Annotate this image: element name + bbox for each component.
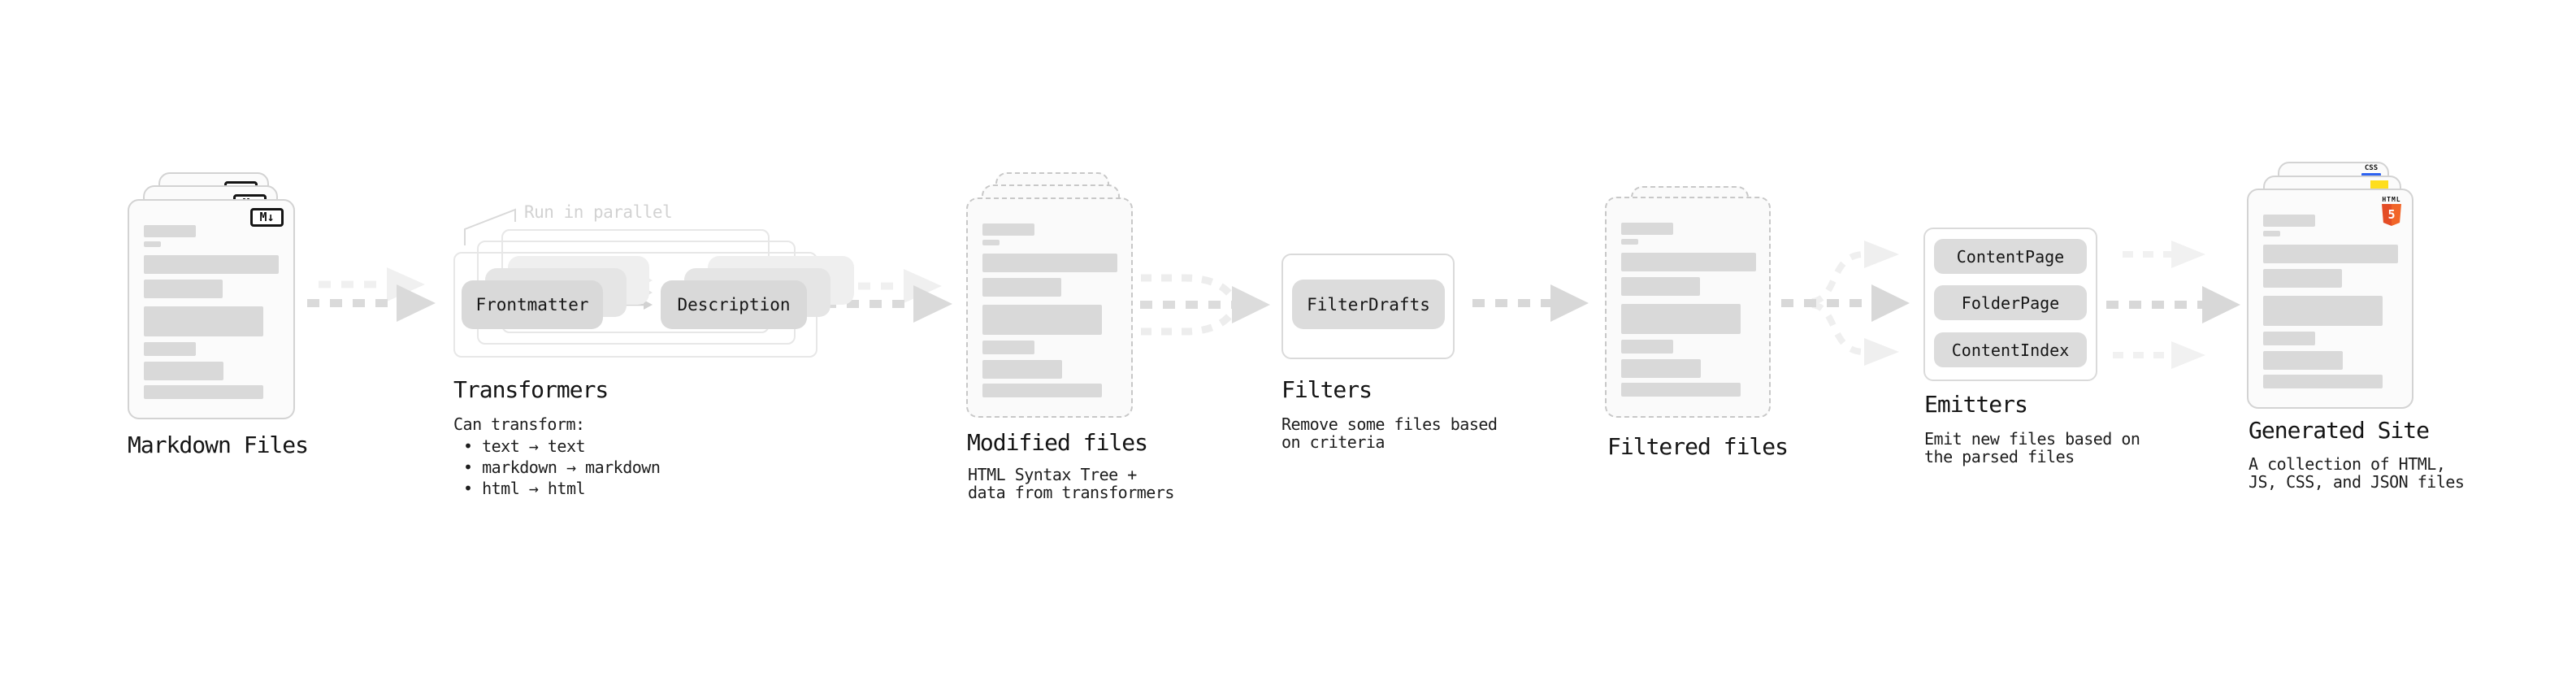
transformers-bullet-3: • html → html [463, 479, 586, 498]
css-badge-text: CSS [2364, 164, 2379, 172]
placeholder-bar [982, 305, 1102, 335]
modified-files-subtitle-1: HTML Syntax Tree + [968, 465, 1137, 484]
placeholder-bar [1621, 340, 1673, 354]
placeholder-bar [982, 223, 1034, 236]
placeholder-bar [2263, 231, 2280, 236]
placeholder-bar [982, 340, 1034, 354]
site-file-card-front: HTML 5 [2247, 189, 2413, 409]
placeholder-bar [1621, 304, 1741, 334]
description-pill: Description [661, 280, 807, 329]
transformers-title: Transformers [453, 376, 609, 403]
filtered-file-card-front [1605, 197, 1771, 418]
markdown-file-card-front: M↓ [128, 199, 295, 419]
placeholder-bar [2263, 215, 2315, 227]
filters-subtitle-1: Remove some files based [1281, 414, 1498, 434]
arrow-emitters-to-site-icon [2106, 241, 2240, 369]
placeholder-bar [1621, 223, 1673, 235]
placeholder-bar [982, 254, 1117, 272]
transformers-desc-heading: Can transform: [453, 414, 585, 434]
placeholder-bar [982, 240, 1000, 245]
html5-number: 5 [2387, 207, 2396, 222]
placeholder-bar [1621, 253, 1756, 271]
placeholder-bar [144, 385, 263, 399]
filters-title: Filters [1281, 376, 1373, 403]
css-badge-underline [2361, 173, 2381, 176]
emitters-subtitle-2: the parsed files [1924, 447, 2075, 466]
placeholder-bar [144, 362, 223, 380]
placeholder-bar [1621, 239, 1638, 245]
arrow-modified-to-filters-icon [1140, 274, 1270, 336]
placeholder-bar [982, 360, 1062, 379]
css-icon: CSS [2361, 165, 2381, 176]
placeholder-bar [982, 278, 1061, 297]
folderpage-pill: FolderPage [1934, 285, 2087, 320]
placeholder-bar [144, 225, 196, 237]
html5-shield: 5 [2382, 204, 2401, 226]
generated-site-title: Generated Site [2249, 417, 2430, 444]
html5-icon: HTML 5 [2381, 196, 2402, 226]
placeholder-bar [2263, 375, 2383, 388]
placeholder-bar [1621, 359, 1701, 378]
emitters-subtitle-1: Emit new files based on [1924, 429, 2140, 449]
placeholder-bar [144, 342, 196, 356]
markdown-files-title: Markdown Files [128, 432, 309, 458]
placeholder-bar [982, 384, 1102, 397]
placeholder-bar [144, 280, 223, 298]
run-in-parallel-annotation: Run in parallel [524, 202, 673, 222]
frontmatter-pill: Frontmatter [462, 280, 603, 329]
arrow-filters-to-filtered-icon [1472, 284, 1589, 322]
contentpage-pill: ContentPage [1934, 239, 2087, 274]
placeholder-bar [2263, 332, 2315, 345]
markdown-icon: M↓ [250, 208, 284, 227]
filters-subtitle-2: on criteria [1281, 432, 1385, 452]
placeholder-bar [1621, 383, 1741, 397]
html5-label: HTML [2382, 196, 2401, 203]
placeholder-bar [144, 255, 279, 274]
javascript-icon [2370, 180, 2388, 189]
placeholder-bar [2263, 269, 2342, 288]
generated-site-subtitle-1: A collection of HTML, [2249, 454, 2446, 474]
placeholder-bar [144, 241, 161, 247]
placeholder-bar [2263, 296, 2383, 326]
placeholder-bar [2263, 351, 2343, 370]
placeholder-bar [1621, 277, 1700, 296]
filtered-files-title: Filtered files [1607, 433, 1789, 460]
placeholder-bar [144, 306, 263, 336]
arrow-markdown-to-transformers-icon [307, 267, 436, 322]
arrow-filtered-to-emitters-icon [1781, 241, 1910, 366]
emitters-title: Emitters [1924, 391, 2028, 418]
generated-site-subtitle-2: JS, CSS, and JSON files [2249, 472, 2465, 492]
transformers-bullet-1: • text → text [463, 436, 586, 456]
modified-files-title: Modified files [967, 429, 1148, 456]
contentindex-pill: ContentIndex [1934, 332, 2087, 367]
placeholder-bar [2263, 245, 2398, 263]
filterdrafts-pill: FilterDrafts [1292, 280, 1445, 329]
transformers-bullet-2: • markdown → markdown [463, 458, 661, 477]
modified-files-subtitle-2: data from transformers [968, 483, 1174, 502]
modified-file-card-front [966, 197, 1133, 418]
